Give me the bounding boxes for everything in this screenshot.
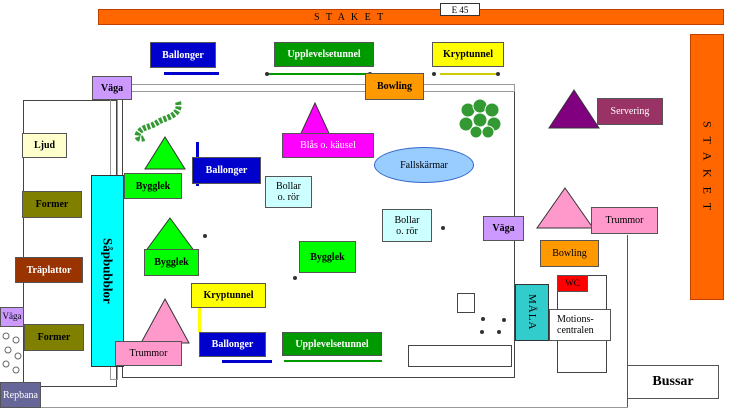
marker-dot: [265, 72, 269, 76]
bottom-platform: [408, 345, 512, 367]
zone-bygglek-lower: Bygglek: [144, 249, 199, 276]
zone-repbana: Repbana: [0, 382, 41, 408]
zone-servering: Servering: [597, 98, 663, 125]
road-sign-e45: E 45: [440, 3, 480, 16]
zone-fallskarmar: Fallskärmar: [374, 147, 474, 183]
zone-bowling-top: Bowling: [365, 73, 424, 100]
zone-bollar-left: Bollar o. rör: [265, 176, 312, 208]
road-sign-label: E 45: [451, 4, 469, 15]
triangle-bygglek-top: [144, 136, 186, 170]
zone-bowling-right: Bowling: [540, 240, 599, 267]
marker-dot: [203, 234, 207, 238]
zone-ballonger-bottom: Ballonger: [199, 332, 266, 357]
zone-mala: MÅLA: [515, 284, 549, 341]
zone-bygglek-left: Bygglek: [124, 173, 182, 199]
ballonger-top-bar: [164, 72, 219, 75]
zone-kryptunnel-top: Kryptunnel: [432, 42, 504, 67]
triangle-bygglek-lower: [144, 217, 196, 253]
marker-dot: [496, 72, 500, 76]
upplevelsetunnel-bottom-bar: [284, 360, 382, 362]
mala-label: MÅLA: [526, 294, 538, 331]
zone-ballonger-top: Ballonger: [150, 42, 216, 68]
marker-dot: [481, 317, 485, 321]
marker-dot: [497, 330, 501, 334]
upplevelsetunnel-top-bar: [266, 73, 370, 75]
zone-bollar-right: Bollar o. rör: [382, 209, 432, 242]
zone-blas-karusel: Blås o. käusel: [282, 133, 374, 158]
right-fence-label: S T A K E T: [700, 120, 715, 214]
zone-trummor-right: Trummor: [591, 207, 658, 234]
triangle-servering: [548, 89, 600, 129]
zone-upplevelsetunnel-top: Upplevelsetunnel: [274, 42, 374, 67]
kryptunnel-top-bar: [440, 73, 496, 75]
small-box: [457, 293, 475, 313]
sapbubblor-label: Såpbubblor: [100, 238, 116, 304]
zone-vaga-right: Väga: [483, 216, 524, 241]
marker-dot: [293, 276, 297, 280]
zone-ljud: Ljud: [22, 133, 67, 158]
triangle-trummor-right: [536, 187, 594, 229]
triangle-trummor-left: [140, 297, 190, 344]
zone-former-bottom: Former: [24, 324, 84, 351]
top-fence-label: S T A K E T: [314, 12, 386, 23]
marker-dot: [480, 330, 484, 334]
marker-dot: [441, 226, 445, 230]
marker-dot: [502, 318, 506, 322]
zone-wc: WC: [557, 275, 588, 292]
marker-dot: [432, 72, 436, 76]
worm-tunnel-icon: [134, 101, 182, 142]
zone-kryptunnel-bottom: Kryptunnel: [191, 283, 266, 308]
fallskarmar-label: Fallskärmar: [400, 159, 448, 171]
bottom-border-line: [0, 407, 628, 408]
right-border-line: [627, 235, 628, 407]
zone-sapbubblor: Såpbubblor: [91, 175, 124, 367]
kryptunnel-bottom-post: [198, 308, 201, 332]
repbana-obstacle-icon: [2, 332, 22, 374]
zone-former-top: Former: [22, 191, 82, 218]
ballonger-bottom-bar: [222, 360, 272, 363]
zone-traplattor: Träplattor: [15, 257, 83, 283]
top-corridor: [110, 84, 515, 92]
zone-ballonger-mid: Ballonger: [192, 157, 261, 184]
zone-vaga-top: Väga: [92, 76, 132, 100]
zone-vaga-left: Väga: [0, 307, 24, 327]
zone-motionscentralen: Motions- centralen: [549, 309, 611, 341]
zone-upplevelsetunnel-bottom: Upplevelsetunnel: [282, 332, 382, 356]
top-fence: S T A K E T: [98, 9, 724, 25]
zone-trummor-left: Trummor: [115, 341, 182, 366]
right-fence: S T A K E T: [690, 34, 724, 300]
zone-bygglek-center: Bygglek: [299, 241, 356, 273]
zone-bussar: Bussar: [627, 365, 719, 399]
bush-icon: [458, 98, 502, 139]
